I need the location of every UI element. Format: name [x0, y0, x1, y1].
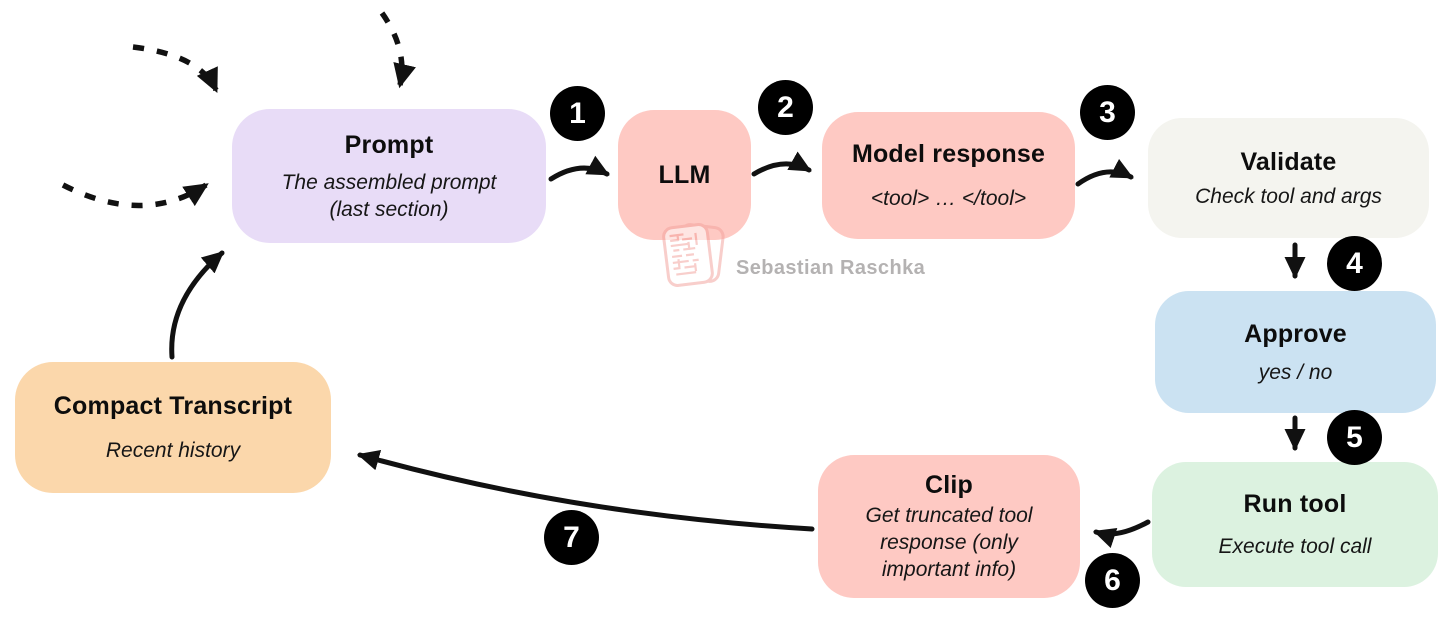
node-approve-title: Approve	[1244, 319, 1347, 348]
node-clip-subtitle: Get truncated tool response (only import…	[865, 504, 1033, 581]
step-badge-5-label: 5	[1346, 420, 1363, 454]
step-badge-2-label: 2	[777, 90, 794, 124]
node-run-tool-title: Run tool	[1243, 490, 1347, 518]
step-badge-5: 5	[1327, 410, 1382, 465]
step-badge-1: 1	[550, 86, 605, 141]
node-compact-transcript: Compact Transcript Recent history	[15, 362, 331, 493]
watermark: Sebastian Raschka	[660, 218, 925, 292]
node-run-tool-subtitle: Execute tool call	[1218, 535, 1372, 558]
node-prompt: Prompt The assembled prompt (last sectio…	[232, 109, 546, 243]
dashed-arrow-input-top	[379, 11, 416, 89]
node-compact-transcript-title: Compact Transcript	[53, 392, 293, 420]
node-clip-title: Clip	[924, 471, 974, 499]
node-prompt-subtitle: The assembled prompt (last section)	[281, 170, 497, 221]
node-clip: Clip Get truncated tool response (only i…	[818, 455, 1080, 598]
arrow-prompt-to-llm	[548, 155, 610, 182]
node-approve-subtitle: yes / no	[1258, 360, 1333, 384]
step-badge-6: 6	[1085, 553, 1140, 608]
step-badge-2: 2	[758, 80, 813, 135]
node-compact-transcript-subtitle: Recent history	[105, 439, 241, 462]
node-validate-title: Validate	[1240, 147, 1337, 176]
node-prompt-title: Prompt	[344, 130, 434, 159]
step-badge-7: 7	[544, 510, 599, 565]
step-badge-3-label: 3	[1099, 95, 1116, 129]
arrow-llm-to-model-response	[751, 151, 812, 177]
circuit-chip-icon	[662, 223, 725, 287]
dashed-arrow-input-left	[61, 182, 209, 209]
node-llm: LLM	[618, 110, 751, 240]
step-badge-6-label: 6	[1104, 563, 1121, 597]
node-approve: Approve yes / no	[1155, 291, 1436, 413]
step-badge-1-label: 1	[569, 96, 586, 130]
step-badge-3: 3	[1080, 85, 1135, 140]
step-badge-4: 4	[1327, 236, 1382, 291]
step-badge-4-label: 4	[1346, 246, 1363, 280]
dashed-arrow-input-upper-left	[132, 44, 219, 94]
arrow-compact-transcript-to-prompt	[169, 250, 225, 360]
node-model-response: Model response <tool> … </tool>	[822, 112, 1075, 239]
node-run-tool: Run tool Execute tool call	[1152, 462, 1438, 587]
arrow-model-response-to-validate	[1075, 158, 1134, 187]
step-badge-7-label: 7	[563, 520, 580, 554]
node-model-response-title: Model response	[851, 140, 1046, 168]
node-validate: Validate Check tool and args	[1148, 118, 1429, 238]
node-llm-title: LLM	[658, 161, 711, 189]
arrow-run-tool-to-clip	[1093, 519, 1151, 548]
node-model-response-subtitle: <tool> … </tool>	[870, 187, 1027, 210]
node-validate-subtitle: Check tool and args	[1195, 184, 1382, 208]
watermark-author: Sebastian Raschka	[736, 256, 926, 279]
